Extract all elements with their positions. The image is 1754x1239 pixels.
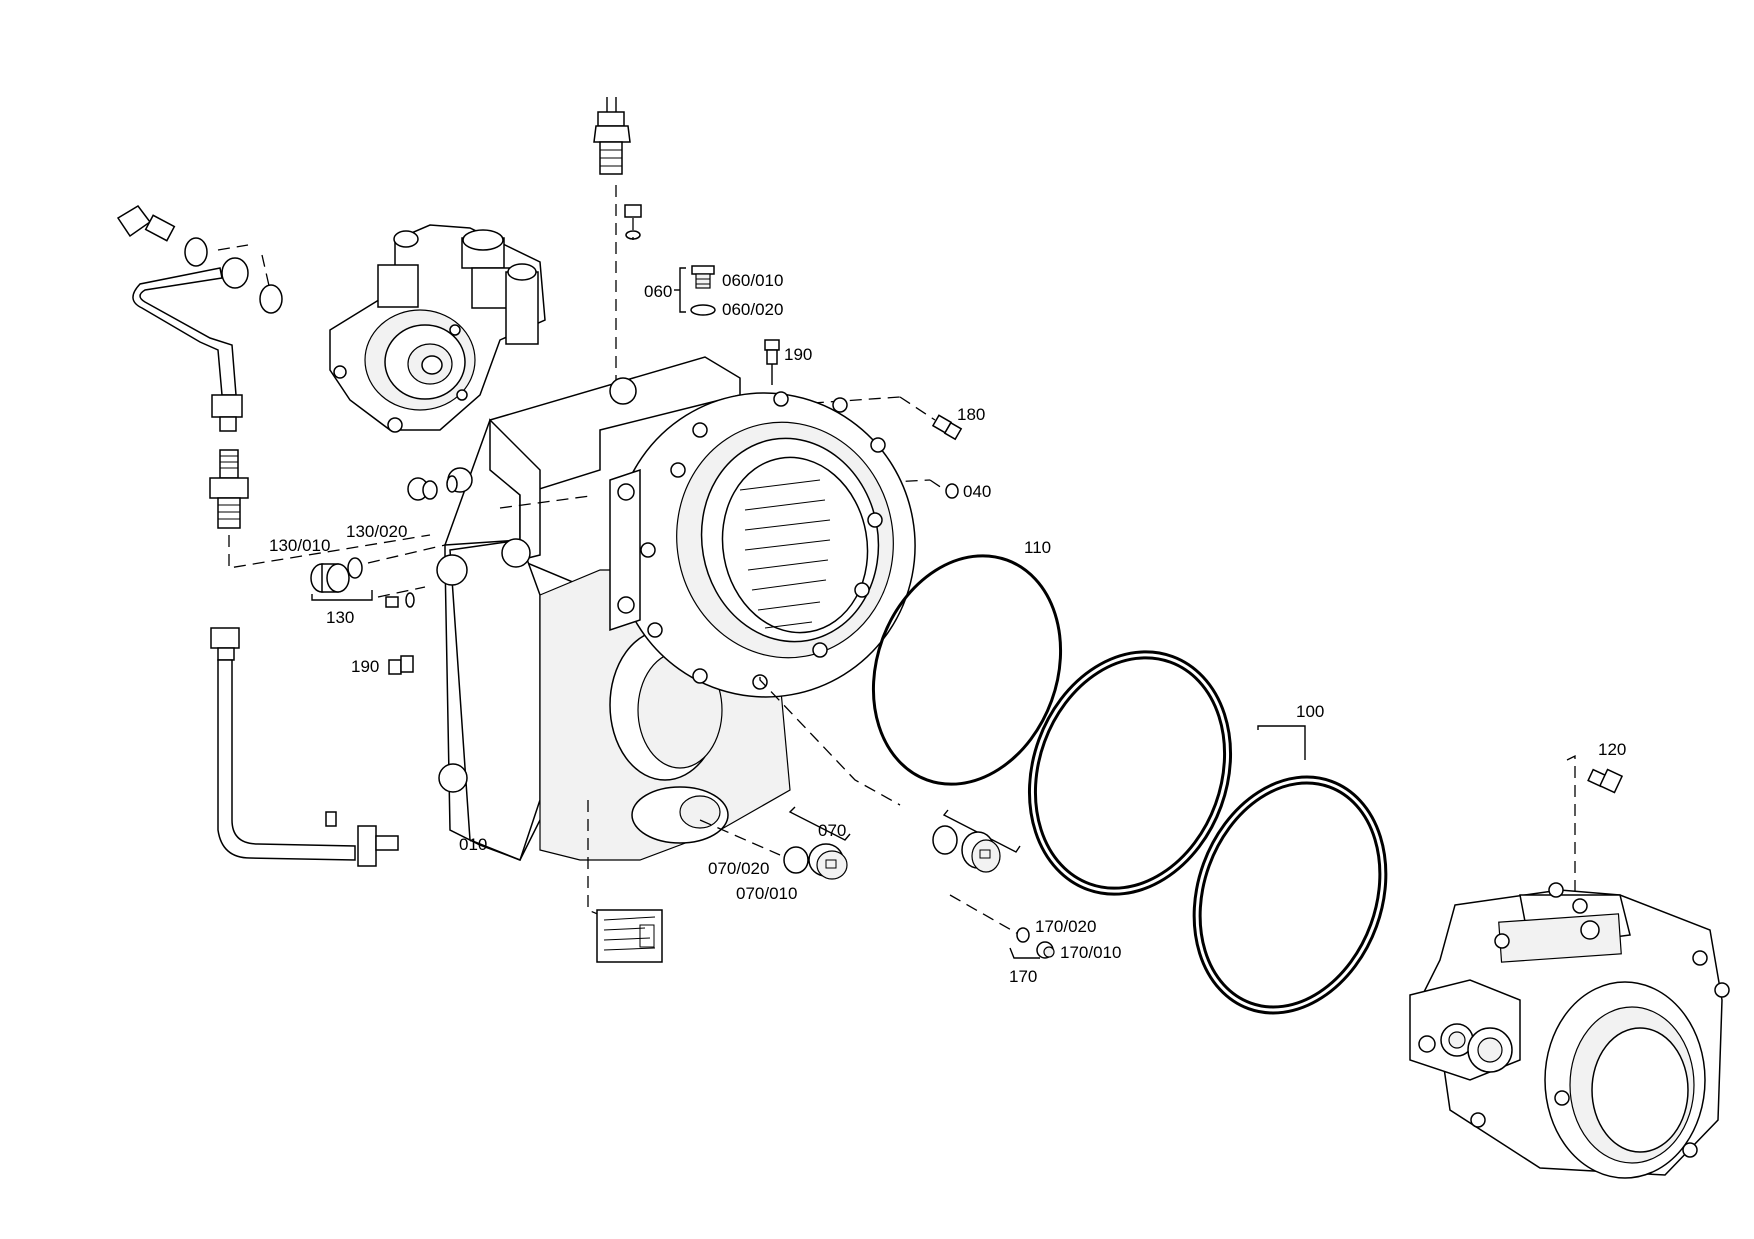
- label-130-020: 130/020: [346, 522, 407, 541]
- part-180-fitting: [931, 414, 963, 441]
- part-190-breather-top: [764, 339, 780, 385]
- part-100-ring-b: [1192, 775, 1388, 1015]
- part-130-010-plug: [310, 563, 350, 593]
- leader-adapter: [228, 534, 431, 569]
- leader-plate: [587, 800, 601, 916]
- label-040: 040: [963, 482, 991, 501]
- threaded-adapter: [209, 449, 249, 529]
- label-170-020: 170/020: [1035, 917, 1096, 936]
- sealing-ring-a: [184, 237, 208, 267]
- pipe-nut-upper: [211, 394, 243, 418]
- leader-120: [1566, 754, 1576, 900]
- bracket-170: [1009, 947, 1040, 959]
- label-070: 070: [818, 821, 846, 840]
- leader-130: [367, 544, 446, 564]
- banjo-fitting: [116, 205, 176, 242]
- part-170-020-seal: [1016, 927, 1030, 943]
- part-130-020-seal: [347, 557, 363, 579]
- part-040-seal: [945, 483, 959, 499]
- ring-gear-flange: [609, 391, 916, 698]
- label-060-010: 060/010: [722, 271, 783, 290]
- label-100: 100: [1296, 702, 1324, 721]
- label-130-010: 130/010: [269, 536, 330, 555]
- part-070-010-plug: [808, 843, 848, 880]
- part-190-breather-left: [388, 655, 414, 675]
- leader-pipe-a: [217, 244, 249, 251]
- rear-housing: [1409, 882, 1730, 1179]
- plug-small-top: [624, 204, 642, 240]
- label-180: 180: [957, 405, 985, 424]
- leader-180b: [899, 396, 936, 421]
- label-130: 130: [326, 608, 354, 627]
- label-010: 010: [459, 835, 487, 854]
- bracket-100: [1257, 725, 1306, 760]
- leader-plug-left: [499, 495, 591, 509]
- plug-left-housing: [407, 475, 458, 501]
- label-170: 170: [1009, 967, 1037, 986]
- leader-040b: [929, 479, 946, 491]
- part-100-ring-a: [1027, 650, 1233, 896]
- leader-pipe-b: [261, 254, 271, 291]
- part-170-010-plug: [1036, 941, 1055, 959]
- label-120: 120: [1598, 740, 1626, 759]
- label-060: 060: [644, 282, 672, 301]
- sensor-unit: [593, 97, 631, 175]
- part-070-020-seal: [783, 846, 809, 874]
- part-060-020-seal: [690, 304, 716, 316]
- pipe-nipple-upper: [219, 416, 237, 432]
- label-170-010: 170/010: [1060, 943, 1121, 962]
- leader-170: [949, 894, 1021, 936]
- leader-screw-mid: [377, 586, 426, 598]
- pipe-bent-upper: [132, 267, 237, 396]
- leader-070: [699, 819, 781, 856]
- plug-right: [961, 831, 1001, 873]
- label-190-left: 190: [351, 657, 379, 676]
- part-120-bolt: [1587, 768, 1624, 794]
- label-070-020: 070/020: [708, 859, 769, 878]
- label-070-010: 070/010: [736, 884, 797, 903]
- label-060-020: 060/020: [722, 300, 783, 319]
- bracket-070: [788, 806, 851, 841]
- bracket-060: [674, 267, 686, 313]
- part-060-010-plug: [691, 265, 715, 289]
- seal-right: [932, 825, 958, 855]
- screw-small-mid: [385, 592, 415, 608]
- bracket-130: [311, 590, 373, 601]
- leader-gear-right: [759, 677, 901, 806]
- label-110: 110: [1024, 538, 1051, 557]
- label-190-top: 190: [784, 345, 812, 364]
- part-100-ring-b-inner: [1198, 781, 1382, 1009]
- hydraulic-pump: [329, 224, 546, 433]
- part-110-o-ring: [871, 554, 1063, 786]
- pipe-lower: [210, 627, 399, 867]
- part-100-ring-a-inner: [1033, 656, 1227, 890]
- data-plate: [596, 909, 663, 963]
- sealing-ring-b: [259, 284, 283, 314]
- banjo-eye: [221, 257, 249, 289]
